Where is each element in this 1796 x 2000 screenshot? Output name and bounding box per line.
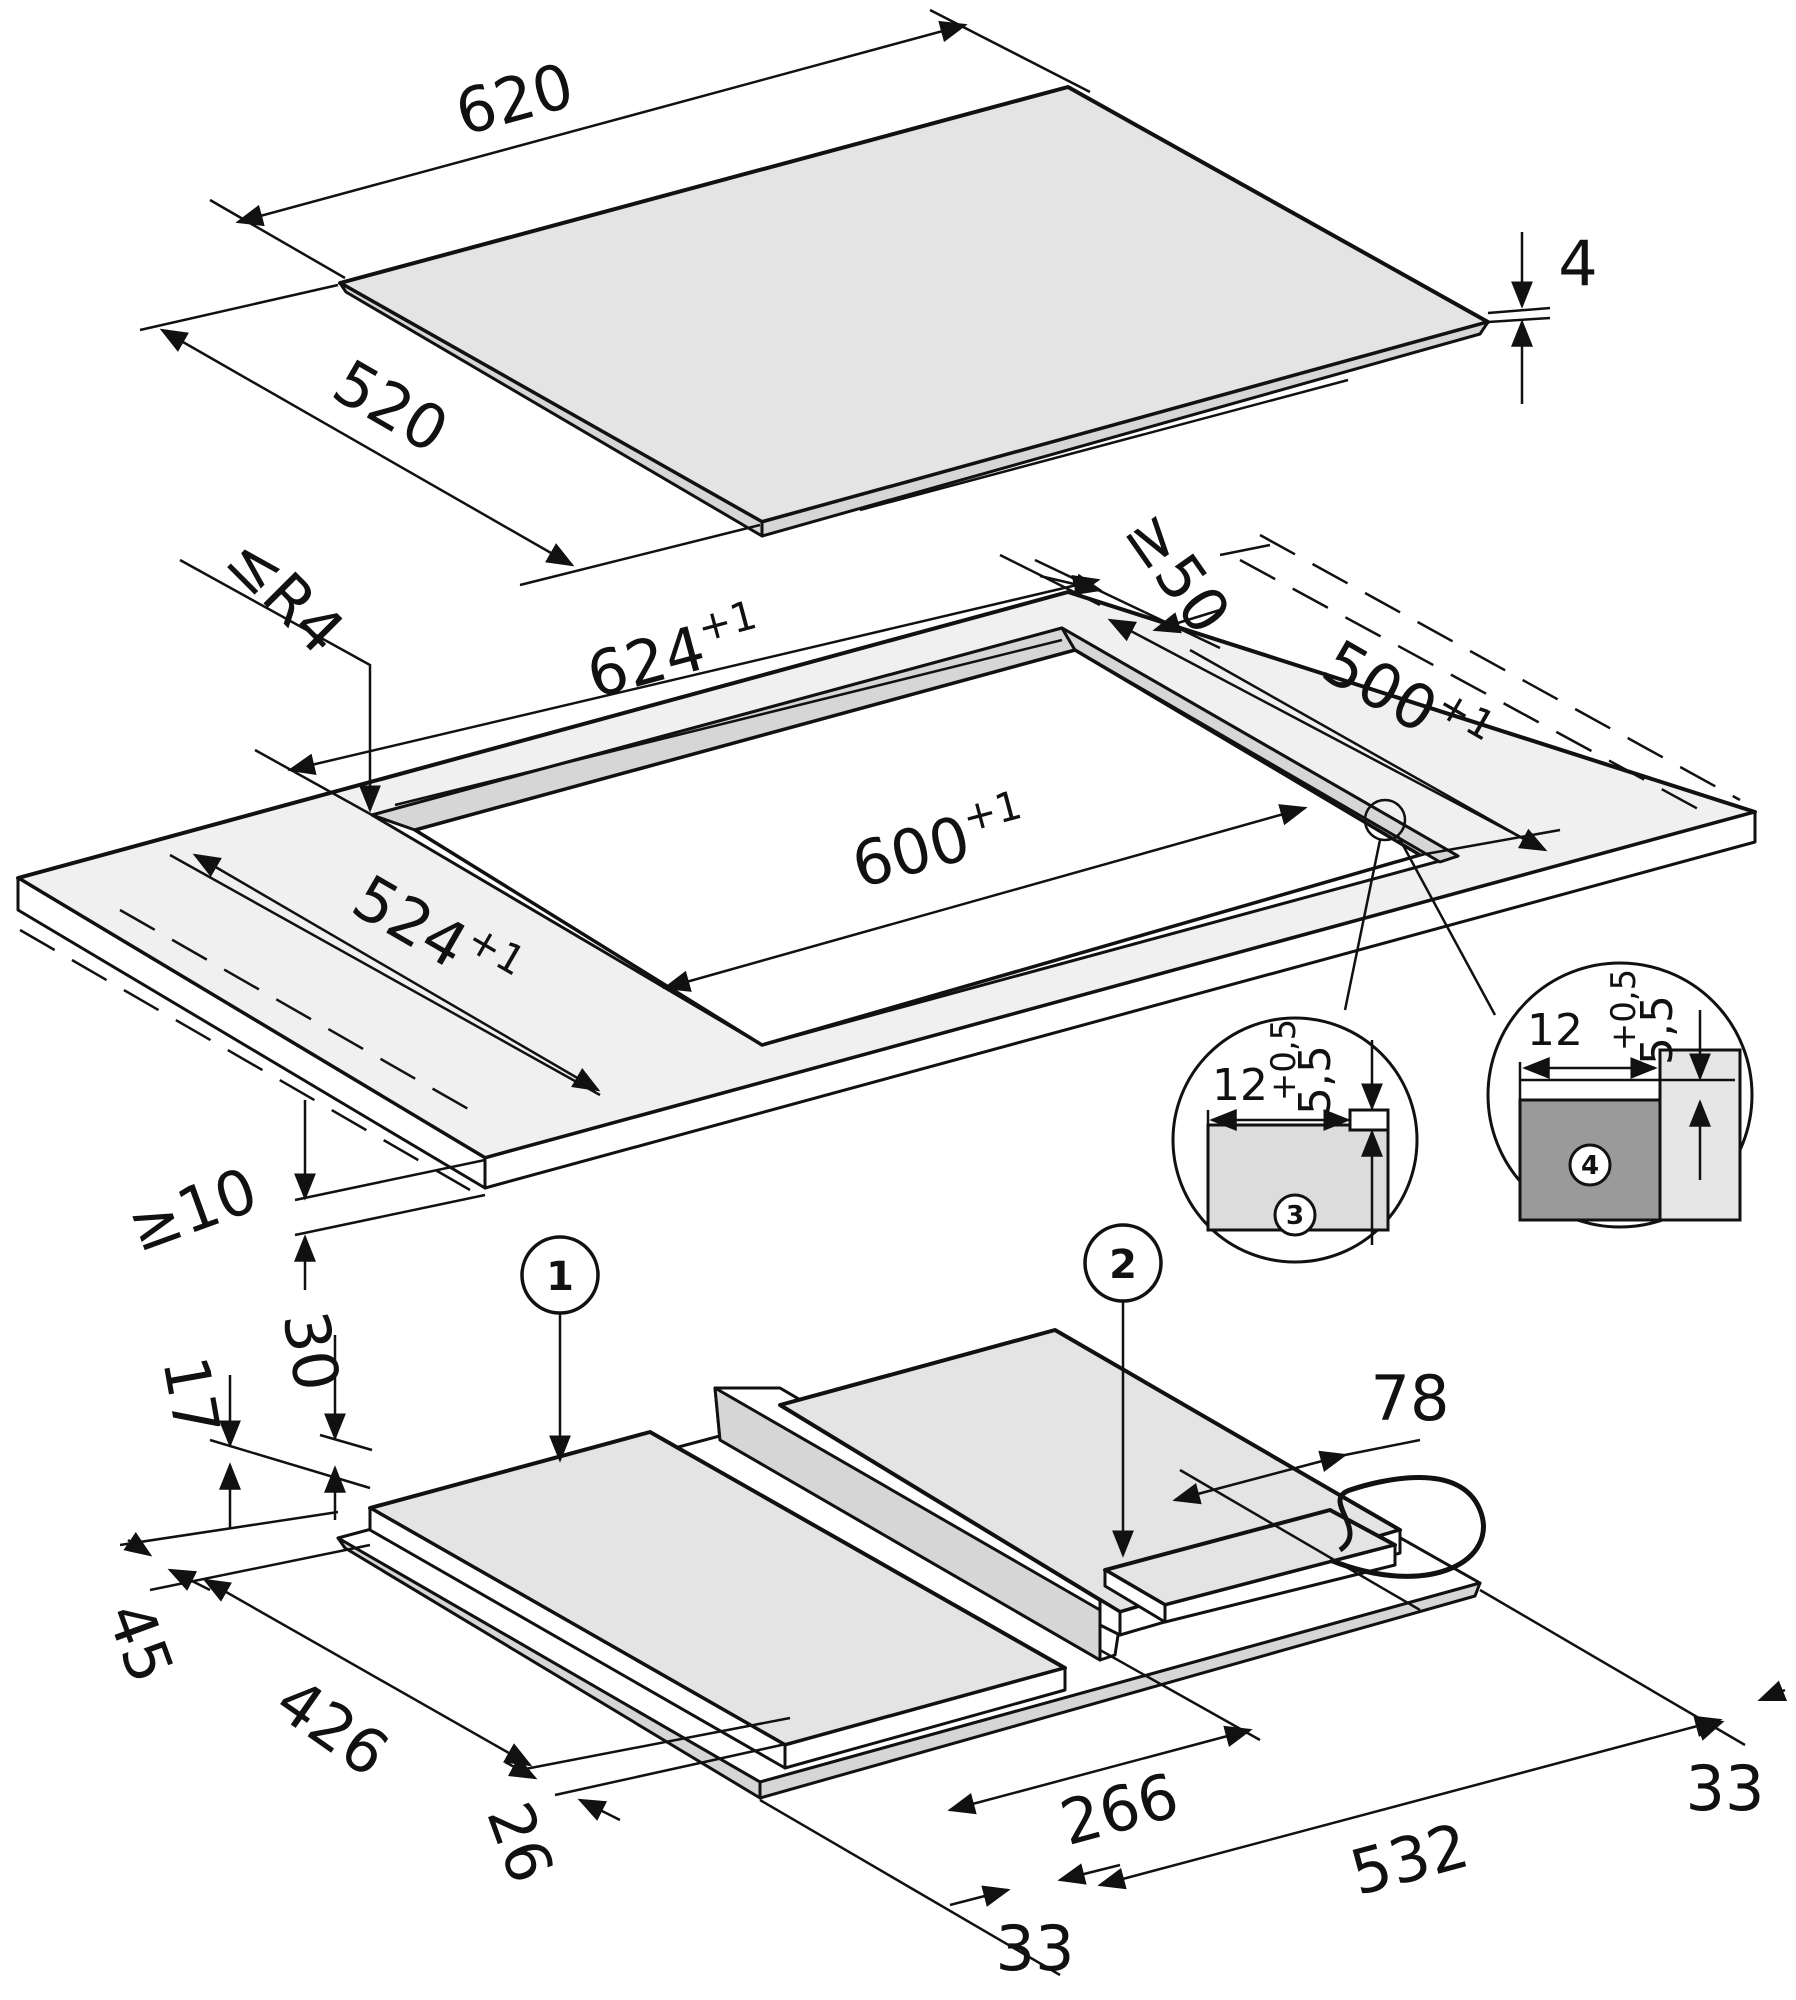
depth-78-dimension bbox=[1172, 1438, 1421, 1612]
outer-width-dimension bbox=[254, 553, 1101, 817]
depth-426-dimension bbox=[202, 1578, 533, 1767]
inner-depth-dimension bbox=[1107, 618, 1561, 857]
detail-4-width-label: 12 bbox=[1527, 1005, 1583, 1056]
detail-marker bbox=[1343, 798, 1497, 1016]
width-532-dimension bbox=[759, 1715, 1723, 1977]
width-532-label: 532 bbox=[1343, 1809, 1476, 1910]
depth-426-label: 426 bbox=[263, 1664, 402, 1792]
callout-1-label: 1 bbox=[546, 1254, 574, 1300]
callout-2-label: 2 bbox=[1109, 1242, 1137, 1288]
front-clearance-label: ≥10 bbox=[119, 1153, 267, 1266]
hob-thickness-label: 4 bbox=[1558, 227, 1597, 300]
detail-4 bbox=[1486, 961, 1754, 1229]
detail-3-width-label: 12 bbox=[1212, 1060, 1268, 1111]
width-33-right-dimension bbox=[1479, 1588, 1788, 1747]
width-33-bottom-dimension bbox=[949, 1863, 1121, 1907]
power-cable bbox=[1329, 1475, 1486, 1579]
center-rail bbox=[713, 1386, 1127, 1662]
hob-thickness-dimension bbox=[1487, 232, 1551, 404]
callout-2 bbox=[1083, 1223, 1163, 1558]
height-17-label: 17 bbox=[148, 1351, 234, 1441]
height-17-dimension bbox=[209, 1375, 371, 1528]
callout-1 bbox=[520, 1235, 600, 1463]
svg-text:4: 4 bbox=[1581, 1151, 1599, 1181]
detail-3 bbox=[1171, 1016, 1419, 1264]
detail-4-badge: 4 bbox=[1568, 1143, 1612, 1187]
depth-45-dimension bbox=[119, 1510, 371, 1592]
hob-panel bbox=[338, 85, 1490, 538]
detail-3-depth-label: 5,5 bbox=[1290, 1045, 1341, 1115]
detail-3-tolerance-label: +0,5 bbox=[1264, 1019, 1304, 1102]
width-33-right-label: 33 bbox=[1686, 1752, 1765, 1825]
left-module bbox=[368, 1430, 1067, 1770]
detail-4-depth-label: 5,5 bbox=[1632, 995, 1683, 1065]
width-266-label: 266 bbox=[1053, 1759, 1186, 1860]
hob-depth-label: 520 bbox=[321, 345, 460, 467]
detail-4-tolerance-label: +0,5 bbox=[1604, 969, 1644, 1052]
svg-text:3: 3 bbox=[1286, 1201, 1304, 1231]
hob-width-dimension bbox=[209, 8, 1091, 280]
depth-26-label: 26 bbox=[472, 1793, 568, 1892]
width-33-bottom-label: 33 bbox=[996, 1912, 1075, 1985]
depth-78-label: 78 bbox=[1371, 1362, 1450, 1435]
depth-26-dimension bbox=[504, 1716, 796, 1822]
front-clearance-dimension bbox=[294, 1100, 486, 1290]
depth-45-label: 45 bbox=[92, 1593, 188, 1692]
height-30-label: 30 bbox=[268, 1306, 354, 1396]
inner-width-dimension bbox=[662, 804, 1308, 992]
outer-depth-dimension bbox=[169, 853, 601, 1097]
detail-3-badge: 3 bbox=[1273, 1193, 1317, 1237]
